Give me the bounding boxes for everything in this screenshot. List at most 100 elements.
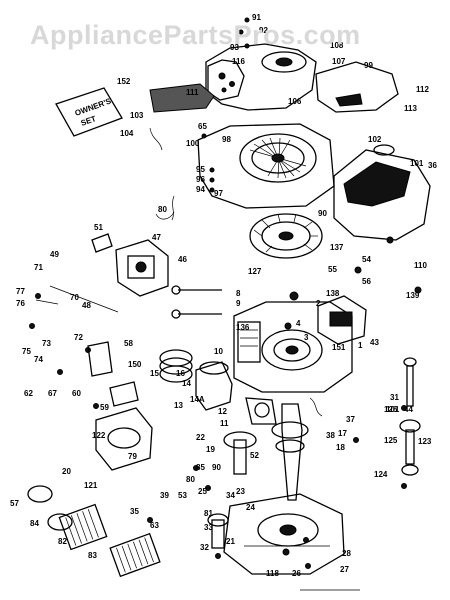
callout-26: 26 [292,569,301,578]
callout-24: 24 [246,503,255,512]
callout-36: 36 [428,161,437,170]
callout-14A: 14A [190,395,205,404]
callout-85: 85 [196,463,205,472]
callout-92: 92 [259,26,268,35]
callout-77: 77 [16,287,25,296]
callout-104: 104 [120,129,134,138]
piston-rings [159,349,193,383]
callout-59: 59 [100,403,109,412]
callout-122: 122 [92,431,106,440]
callout-126: 126 [384,405,398,414]
callout-112: 112 [416,85,429,94]
callout-100: 100 [186,139,200,148]
spring-clips [149,127,323,417]
fuel-tank-cover [315,61,399,113]
callout-65: 65 [198,122,207,131]
callout-2: 2 [316,299,321,308]
callout-80: 80 [186,475,195,484]
callout-39: 39 [160,491,169,500]
callout-139: 139 [406,291,420,300]
callout-116: 116 [232,57,245,66]
callout-93: 93 [230,43,239,52]
callout-25: 25 [198,487,207,496]
callout-91: 91 [252,13,261,22]
callout-97: 97 [214,189,223,198]
callout-75: 75 [22,347,31,356]
callout-11: 11 [220,419,229,428]
callout-127: 127 [248,267,262,276]
manual-line2: SET [80,114,98,128]
engine-block [233,301,353,393]
callout-35: 35 [130,507,139,516]
callout-21: 21 [226,537,235,546]
callout-60: 60 [72,389,81,398]
callout-27: 27 [340,565,349,574]
connecting-rod [245,397,277,425]
callout-124: 124 [374,470,388,479]
callout-1: 1 [358,341,363,350]
callout-53: 53 [178,491,187,500]
callout-152: 152 [117,77,131,86]
callout-138: 138 [326,289,340,298]
callout-79: 79 [128,452,137,461]
oil-filter-element [109,532,161,578]
callout-90: 90 [318,209,327,218]
callout-9: 9 [236,299,241,308]
owners-manual: OWNER'S SET [55,87,123,137]
callout-61: 61 [0,0,9,2]
callout-96: 96 [196,175,205,184]
callout-52: 52 [250,451,259,460]
callout-63: 63 [150,521,159,530]
callout-82: 82 [58,537,67,546]
callout-46: 46 [178,255,187,264]
muffler [317,295,367,345]
linkage-rod [35,285,119,313]
callout-54: 54 [362,255,371,264]
governor-gear [207,513,229,549]
valves [171,285,222,319]
callout-136: 136 [236,323,250,332]
callout-10: 10 [214,347,223,356]
callout-99: 99 [364,61,373,70]
callout-151: 151 [332,343,346,352]
callout-57: 57 [10,499,19,508]
carburetor-assembly [91,233,169,297]
callout-43: 43 [370,338,379,347]
callout-8: 8 [236,289,241,298]
callout-74: 74 [34,355,43,364]
callout-95: 95 [196,165,205,174]
callout-55: 55 [328,265,337,274]
decal-plate [149,83,215,113]
callout-44: 44 [404,405,413,414]
callout-84: 84 [30,519,39,528]
callout-28: 28 [342,549,351,558]
callout-16: 16 [176,369,185,378]
callout-18: 18 [336,443,345,452]
callout-34: 34 [226,491,235,500]
callout-62: 62 [24,389,33,398]
brake-bracket [87,341,139,407]
callout-103: 103 [130,111,144,120]
callout-101: 101 [386,405,400,414]
callout-118: 118 [266,569,279,578]
callout-102: 102 [368,135,382,144]
callout-73: 73 [42,339,51,348]
callout-14: 14 [182,379,191,388]
air-filter-element [58,503,108,551]
callout-150: 150 [128,360,142,369]
callout-22: 22 [196,433,205,442]
callout-13: 13 [174,401,183,410]
callout-49: 49 [50,250,59,259]
callout-33: 33 [204,523,213,532]
callout-106: 106 [288,97,302,106]
callout-98: 98 [222,135,231,144]
callout-76: 76 [16,299,25,308]
callout-81: 81 [204,509,213,518]
callout-121: 121 [84,481,98,490]
callout-90: 90 [212,463,221,472]
callout-70: 70 [70,293,79,302]
callout-72: 72 [74,333,83,342]
callout-137: 137 [330,243,344,252]
crankcase-cover [223,493,345,575]
